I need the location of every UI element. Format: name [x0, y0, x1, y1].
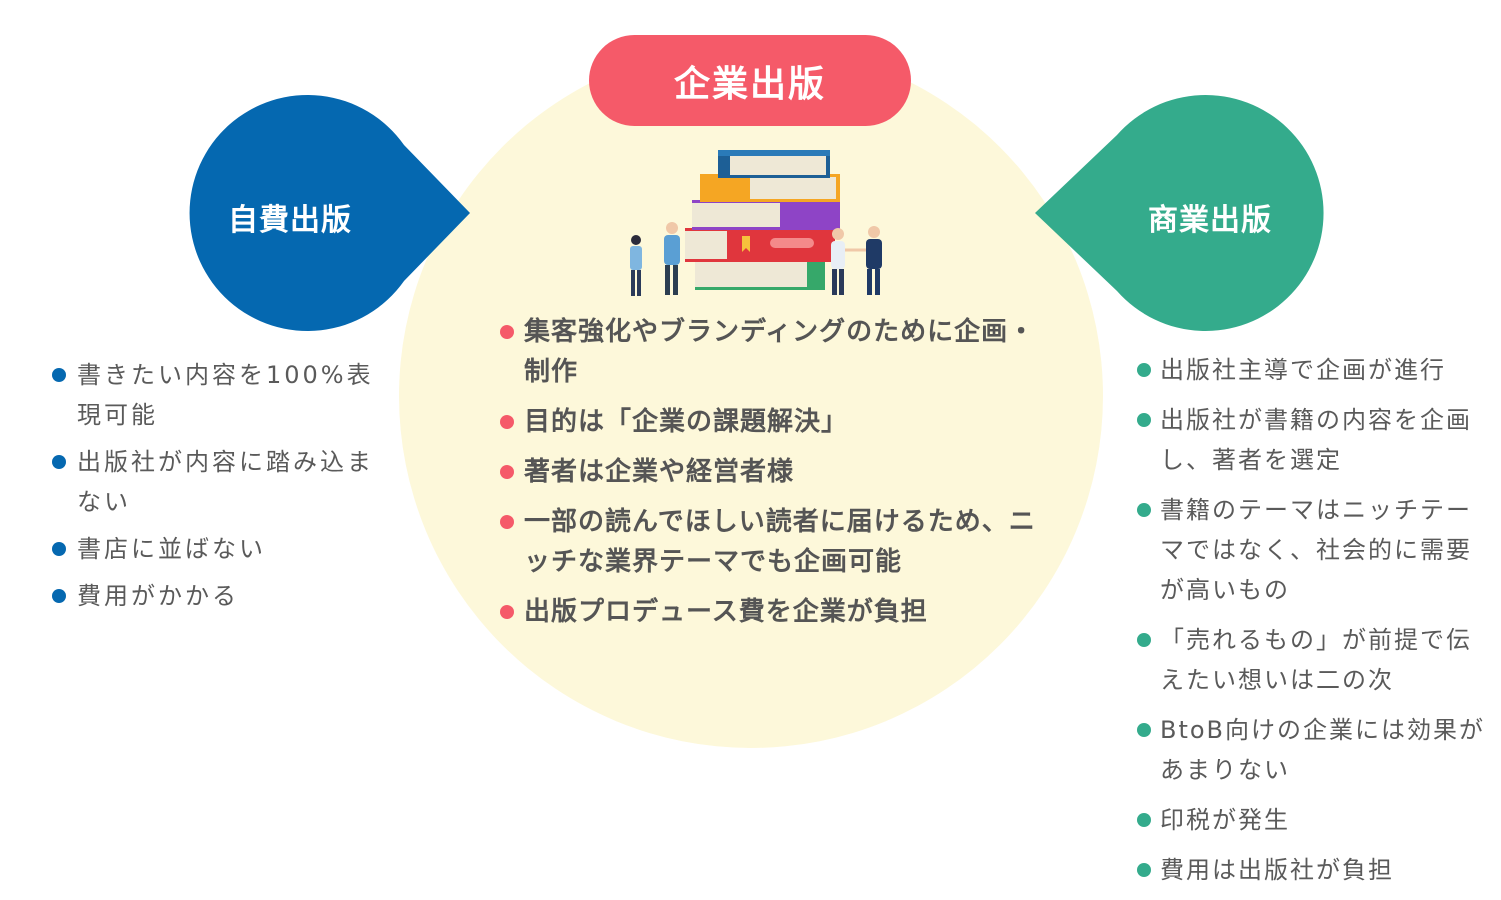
books-stack-with-people-icon [630, 150, 882, 296]
list-item: 費用がかかる [52, 576, 382, 616]
list-item: 費用は出版社が負担 [1137, 850, 1497, 890]
bullet-dot-icon [1137, 863, 1151, 877]
list-item: 出版社が書籍の内容を企画し、著者を選定 [1137, 400, 1497, 480]
list-item: 一部の読んでほしい読者に届けるため、ニッチな業界テーマでも企画可能 [500, 502, 1060, 582]
self-publishing-title: 自費出版 [228, 203, 352, 238]
bullet-dot-icon [500, 465, 514, 479]
book-green [695, 258, 825, 290]
list-item: 書籍のテーマはニッチテーマではなく、社会的に需要が高いもの [1137, 490, 1497, 610]
list-item: 集客強化やブランディングのために企画・制作 [500, 312, 1060, 392]
bullet-dot-icon [1137, 813, 1151, 827]
bullet-dot-icon [1137, 413, 1151, 427]
list-item: 著者は企業や経営者様 [500, 452, 1060, 492]
right-drop-path [1035, 94, 1324, 331]
book-orange [700, 174, 840, 202]
list-item: BtoB向けの企業には効果があまりない [1137, 710, 1497, 790]
book-purple [692, 200, 840, 230]
person-man-casual [664, 222, 680, 295]
book-red [685, 228, 835, 262]
bullet-dot-icon [52, 589, 66, 603]
commercial-publishing-title: 商業出版 [1148, 203, 1272, 238]
list-item: 「売れるもの」が前提で伝えたい想いは二の次 [1137, 620, 1497, 700]
corporate-publishing-title: 企業出版 [589, 35, 911, 126]
list-item: 印税が発生 [1137, 800, 1497, 840]
bullet-dot-icon [500, 415, 514, 429]
person-woman [630, 235, 642, 296]
bullet-dot-icon [1137, 723, 1151, 737]
bullet-dot-icon [500, 325, 514, 339]
right-drop-shape [1035, 94, 1324, 331]
list-item: 出版社主導で企画が進行 [1137, 350, 1497, 390]
bullet-dot-icon [52, 455, 66, 469]
book-blue [718, 150, 830, 178]
bullet-dot-icon [1137, 363, 1151, 377]
list-item: 書店に並ばない [52, 529, 382, 569]
bullet-dot-icon [500, 605, 514, 619]
left-drop-shape [189, 94, 470, 331]
bullet-dot-icon [52, 542, 66, 556]
person-man-suit [866, 226, 882, 295]
list-item: 出版プロデュース費を企業が負担 [500, 592, 1060, 632]
bullet-dot-icon [52, 368, 66, 382]
bullet-dot-icon [1137, 633, 1151, 647]
list-item: 出版社が内容に踏み込まない [52, 442, 382, 522]
corporate-publishing-list: 集客強化やブランディングのために企画・制作 目的は「企業の課題解決」 著者は企業… [500, 312, 1060, 642]
commercial-publishing-list: 出版社主導で企画が進行 出版社が書籍の内容を企画し、著者を選定 書籍のテーマはニ… [1137, 350, 1497, 900]
list-item: 目的は「企業の課題解決」 [500, 402, 1060, 442]
bullet-dot-icon [500, 515, 514, 529]
list-item: 書きたい内容を100%表現可能 [52, 355, 382, 435]
self-publishing-list: 書きたい内容を100%表現可能 出版社が内容に踏み込まない 書店に並ばない 費用… [52, 355, 382, 623]
bullet-dot-icon [1137, 503, 1151, 517]
left-drop-path [189, 94, 470, 331]
person-man-handshake [831, 228, 845, 295]
